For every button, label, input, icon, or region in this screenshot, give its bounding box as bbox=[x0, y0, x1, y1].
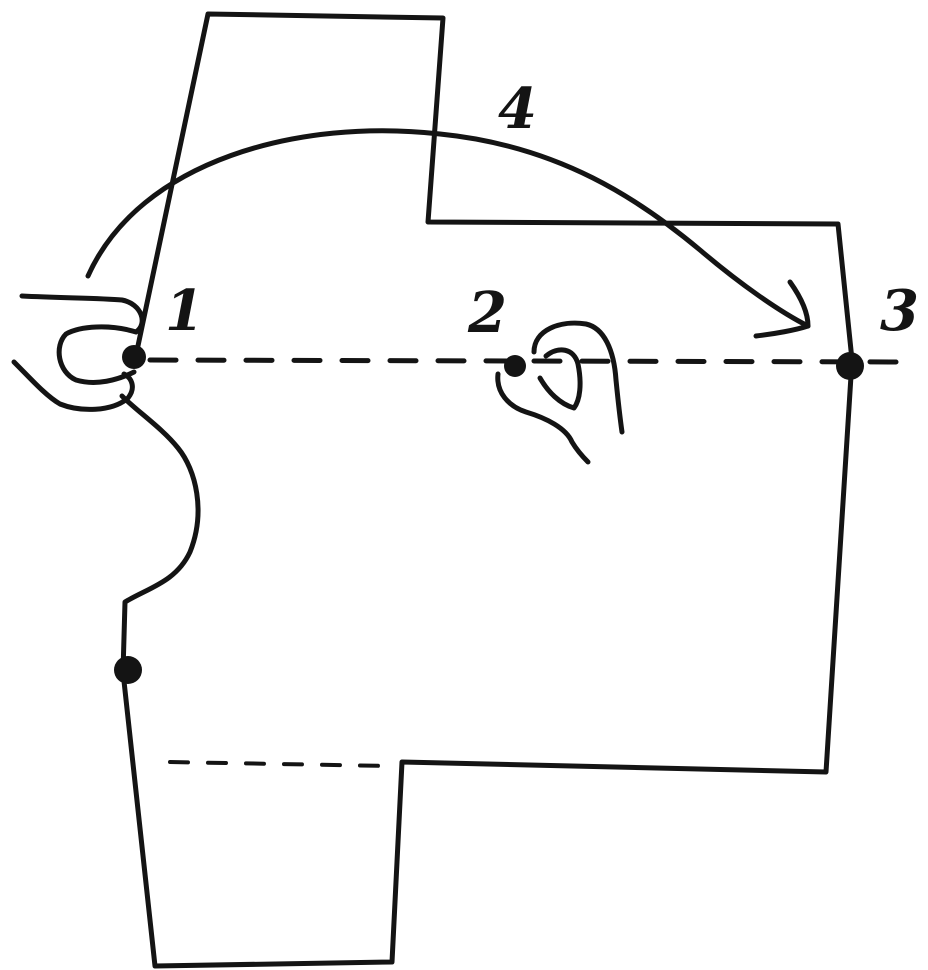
point-3-dot bbox=[836, 352, 864, 380]
side-dot bbox=[114, 656, 142, 684]
left-hand-shape bbox=[22, 296, 142, 382]
left-hand-lower bbox=[14, 362, 132, 409]
label-point-2: 2 bbox=[467, 280, 507, 346]
label-arc-4: 4 bbox=[498, 76, 537, 142]
fold-line-horizontal bbox=[150, 360, 906, 362]
point-2-dot bbox=[504, 355, 526, 377]
point-1-dot bbox=[122, 345, 146, 369]
label-point-1: 1 bbox=[165, 278, 204, 344]
fold-line-lower bbox=[170, 762, 390, 766]
label-point-3: 3 bbox=[880, 278, 919, 344]
